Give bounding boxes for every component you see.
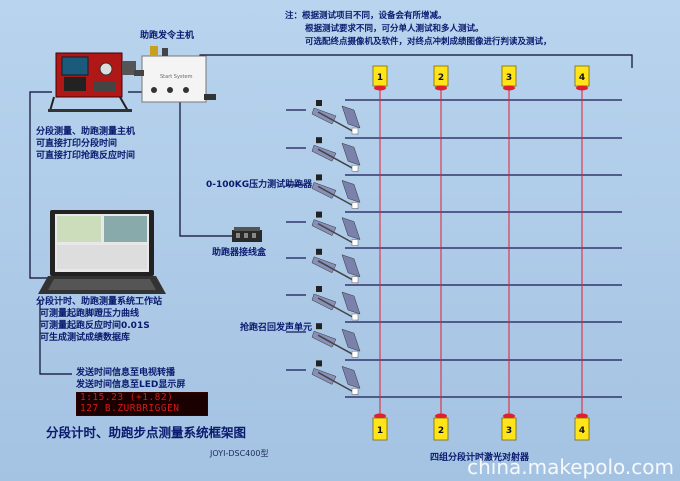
- laser-sensor-top: 4: [574, 65, 590, 91]
- laptop: [38, 210, 166, 294]
- laser-sensor-top: 2: [433, 65, 449, 91]
- laser-sensors-bottom: 1 2 3 4: [372, 413, 590, 441]
- laser-sensor-top: 1: [372, 65, 388, 91]
- sensor-number: 1: [377, 73, 383, 83]
- main-title: 分段计时、助跑步点测量系统框架图: [46, 425, 247, 440]
- starting-block: [311, 323, 361, 358]
- led-display: 1:15.23 (+1.82) 127 B.ZURBRIGGEN: [76, 392, 208, 416]
- label-junction-box: 助跑器接线盒: [212, 248, 267, 258]
- label-host-desc-1: 分段测量、助跑测量主机: [36, 127, 136, 137]
- laser-sensor-bottom: 1: [372, 413, 388, 441]
- starting-block: [311, 137, 361, 172]
- starting-block: [311, 100, 361, 135]
- label-ws-1: 分段计时、助跑测量系统工作站: [36, 297, 163, 307]
- starting-block: [311, 211, 361, 247]
- sensor-number: 4: [579, 426, 585, 436]
- note-line-1: 注：根据测试项目不同，设备会有所增减。: [285, 11, 447, 21]
- start-system-box: [134, 46, 216, 103]
- label-recall-unit: 抢跑召回发声单元: [240, 323, 313, 333]
- starting-block: [311, 360, 361, 396]
- label-ws-2: 可测量起跑脚蹬压力曲线: [40, 309, 140, 319]
- label-pressure-block: 0-100KG压力测试助跑器: [206, 180, 313, 190]
- cable-host-to-lasers: [199, 54, 633, 70]
- starting-block: [311, 286, 361, 321]
- model-label: JOYI-DSC400型: [210, 449, 269, 458]
- starting-block: [311, 174, 361, 210]
- label-send-led: 发送时间信息至LED显示屏: [76, 380, 186, 390]
- led-row-2: 127 B.ZURBRIGGEN: [80, 402, 180, 414]
- label-host-desc-2: 可直接打印分段时间: [36, 139, 118, 149]
- led-row-1: 1:15.23 (+1.82): [80, 392, 174, 403]
- sensor-number: 2: [438, 73, 444, 83]
- host-device: [48, 52, 136, 112]
- laser-sensor-bottom: 2: [433, 413, 449, 441]
- sensor-number: 4: [579, 73, 585, 83]
- sensor-number: 3: [506, 73, 512, 83]
- label-host-title: 助跑发令主机: [140, 31, 195, 41]
- laser-sensor-bottom: 4: [574, 413, 590, 441]
- sensor-number: 3: [506, 426, 512, 436]
- starting-blocks: [311, 100, 361, 396]
- junction-box: [232, 227, 262, 242]
- laser-sensor-bottom: 3: [501, 413, 517, 441]
- note-line-2: 根据测试要求不同，可分单人测试和多人测试。: [305, 24, 484, 34]
- starting-block: [311, 248, 361, 284]
- cable-host-to-workstation: [29, 91, 60, 279]
- label-ws-4: 可生成测试成绩数据库: [40, 333, 131, 343]
- sensor-number: 1: [377, 426, 383, 436]
- lane-lines: [286, 99, 622, 398]
- watermark: china.makepolo.com: [467, 455, 674, 479]
- laser-beams: [379, 88, 583, 414]
- laser-sensors-top: 1 2 3 4: [372, 65, 590, 91]
- label-send-tv: 发送时间信息至电视转播: [76, 368, 176, 378]
- label-host-desc-3: 可直接打印抢跑反应时间: [36, 151, 136, 161]
- cable-workstation-to-led: [39, 300, 72, 375]
- sensor-number: 2: [438, 426, 444, 436]
- label-device-panel: Start System: [160, 74, 193, 80]
- label-ws-3: 可测量起跑反应时间0.01S: [40, 321, 150, 331]
- laser-sensor-top: 3: [501, 65, 517, 91]
- label-laser: 四组分段计时激光对射器: [430, 453, 530, 463]
- note-line-3: 可选配终点摄像机及软件，对终点冲刺成绩图像进行判读及测试，: [305, 37, 552, 47]
